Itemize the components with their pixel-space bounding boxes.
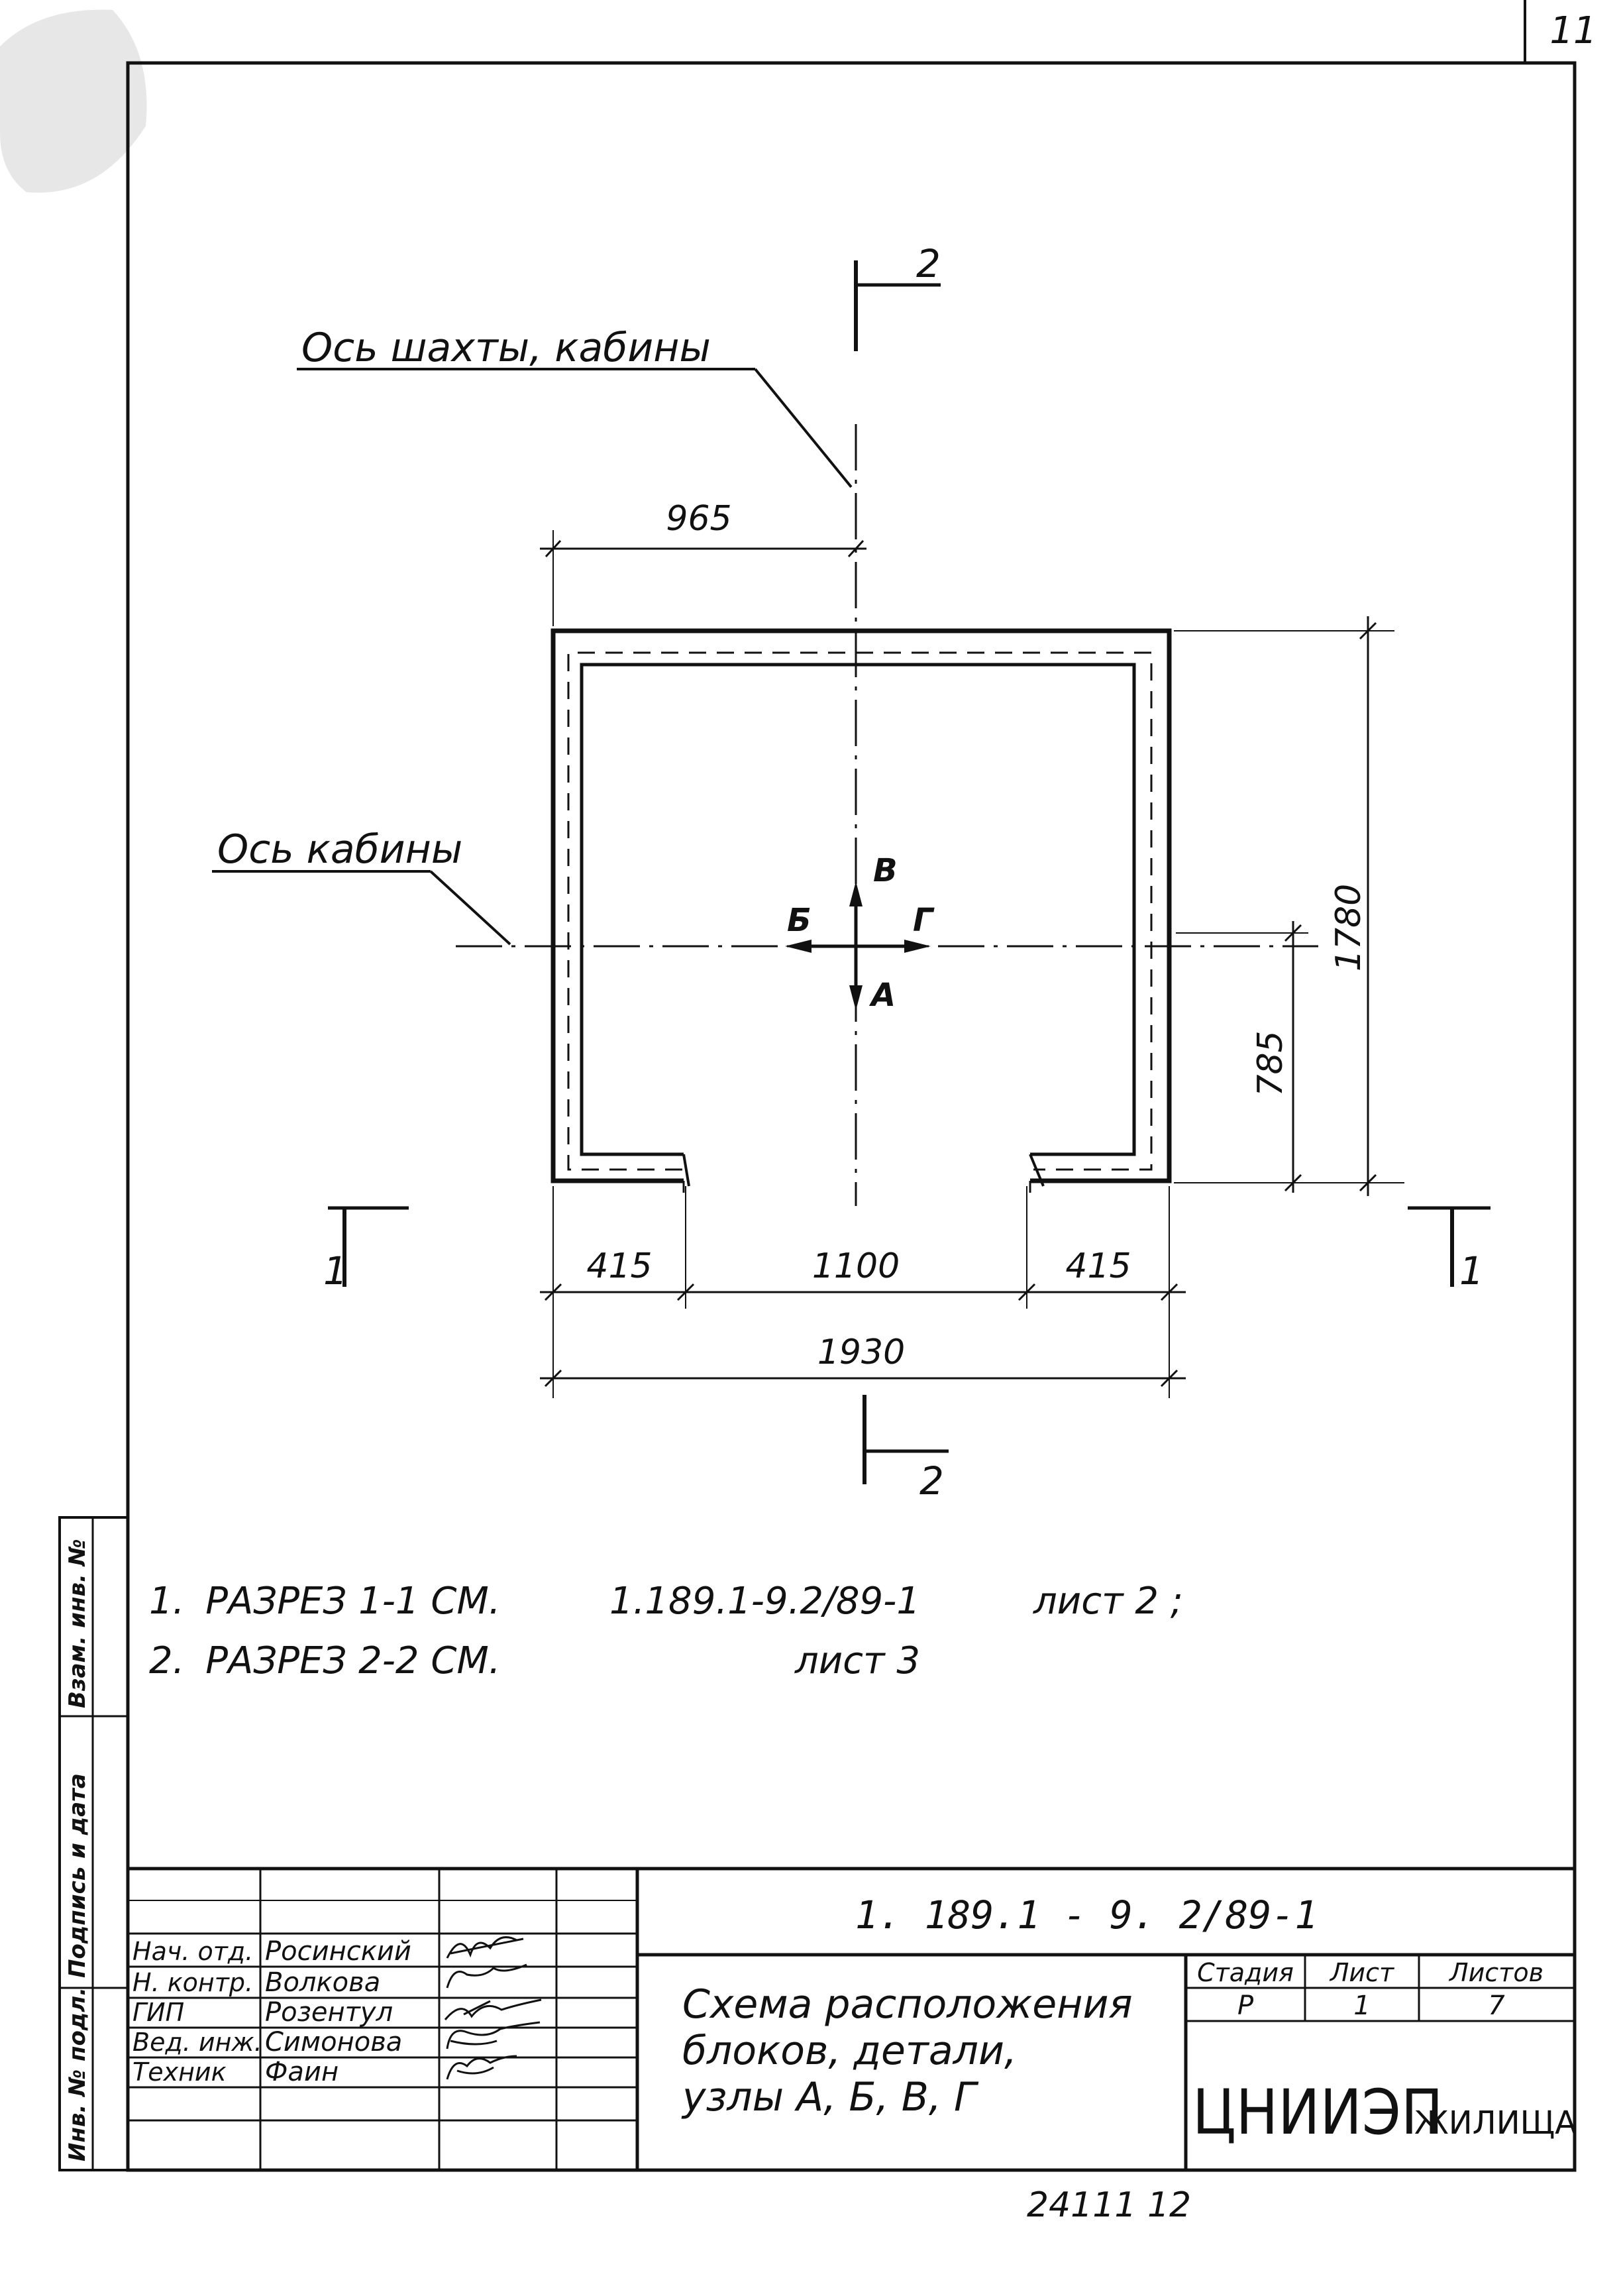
dim-415-left-text: 415 (586, 1246, 652, 1286)
leader-cabin-axis: Ось кабины (212, 826, 511, 946)
dim-1100-text: 1100 (812, 1246, 900, 1286)
corner-number: 11 (1549, 9, 1597, 52)
note-1-part2: 1.189.1-9.2/89-1 (609, 1580, 920, 1623)
section-2-bottom-label: 2 (919, 1458, 944, 1503)
name-2: Розентул (265, 1997, 393, 2028)
role-4: Техник (132, 2057, 227, 2087)
dir-label-a: А (868, 977, 896, 1014)
dim-1930-text: 1930 (817, 1333, 905, 1372)
dim-965-text: 965 (666, 499, 731, 539)
name-3: Симонова (265, 2027, 402, 2057)
notes: 1. РАЗРЕЗ 1-1 СМ. 1.189.1-9.2/89-1 лист … (149, 1580, 1183, 1682)
dimension-chain-bottom: 415 1100 415 (540, 1186, 1186, 1398)
cabin-plan (550, 628, 1172, 1193)
name-4: Фаин (265, 2057, 339, 2087)
sheet-header: Лист (1329, 1958, 1395, 1987)
left-strip-cell-2: Подпись и дата (64, 1773, 91, 1978)
leader-shaft-axis: Ось шахты, кабины (297, 325, 853, 488)
title-line-1: Схема расположения (682, 1981, 1133, 2028)
left-strip-cell-3: Взам. инв. № (64, 1539, 91, 1708)
section-mark-2-bottom: 2 (863, 1395, 949, 1503)
org-sub: ЖИЛИЩА (1414, 2105, 1577, 2142)
section-1-right-label: 1 (1459, 1248, 1484, 1293)
role-2: ГИП (132, 1998, 184, 2027)
stage-header: Стадия (1197, 1958, 1294, 1987)
sheet-frame (126, 61, 1577, 2172)
section-mark-1-left: 1 (323, 1206, 409, 1293)
dir-label-g: Г (913, 902, 935, 939)
dimension-1780: 1780 (1174, 616, 1404, 1196)
title-line-2: блоков, детали, (682, 2028, 1017, 2074)
role-3: Вед. инж. (132, 2028, 262, 2057)
section-mark-1-right: 1 (1408, 1206, 1491, 1293)
section-1-left-label: 1 (323, 1248, 348, 1293)
corner-number-tab: 11 (1524, 0, 1597, 63)
role-1: Н. контр. (132, 1968, 253, 1997)
name-1: Волкова (265, 1967, 380, 1998)
note-2-part3: лист 3 (794, 1639, 920, 1682)
note-1-num: 1. (149, 1580, 184, 1623)
title-block: 1. 189.1 - 9. 2/89-1 Схема расположения … (126, 1867, 1577, 2172)
dim-1780-text: 1780 (1329, 884, 1369, 971)
dimension-965: 965 (540, 499, 866, 626)
left-strip: Инв. № подл. Подпись и дата Взам. инв. № (58, 1516, 129, 2171)
role-0: Нач. отд. (132, 1937, 253, 1966)
title-line-3: узлы А, Б, В, Г (681, 2074, 979, 2120)
sheets-value: 7 (1488, 1991, 1505, 2021)
note-1-part3: лист 2 ; (1033, 1580, 1183, 1623)
label-axis-shaft-cabin: Ось шахты, кабины (301, 325, 711, 371)
note-2-num: 2. (149, 1639, 184, 1682)
doc-code: 1. 189.1 - 9. 2/89-1 (855, 1892, 1318, 1938)
note-2: 2. РАЗРЕЗ 2-2 СМ. лист 3 (149, 1639, 920, 1682)
note-1: 1. РАЗРЕЗ 1-1 СМ. 1.189.1-9.2/89-1 лист … (149, 1580, 1183, 1623)
sheet-value: 1 (1353, 1991, 1370, 2021)
signatures (444, 1936, 542, 2080)
dir-label-b: Б (787, 902, 811, 939)
direction-arrows: В Б Г А (785, 852, 935, 1014)
dim-785-text: 785 (1251, 1030, 1290, 1096)
org-main: ЦНИИЭП (1192, 2077, 1443, 2149)
bottom-numbers: 24111 12 (1027, 2185, 1191, 2225)
left-strip-cell-1: Инв. № подл. (64, 1987, 91, 2161)
stain-mark (0, 9, 147, 193)
section-2-top-label: 2 (916, 241, 941, 286)
note-1-part1: РАЗРЕЗ 1-1 СМ. (205, 1580, 500, 1623)
note-2-part1: РАЗРЕЗ 2-2 СМ. (205, 1639, 500, 1682)
sheets-header: Листов (1448, 1958, 1544, 1987)
label-axis-cabin: Ось кабины (217, 826, 462, 873)
dimension-785: 785 (1176, 921, 1308, 1193)
dir-label-v: В (873, 852, 898, 889)
name-0: Росинский (265, 1936, 411, 1967)
dim-415-right-text: 415 (1065, 1246, 1131, 1286)
stage-value: Р (1237, 1991, 1254, 2021)
section-mark-2-top: 2 (854, 241, 941, 351)
dimension-1930: 1930 (540, 1333, 1186, 1388)
